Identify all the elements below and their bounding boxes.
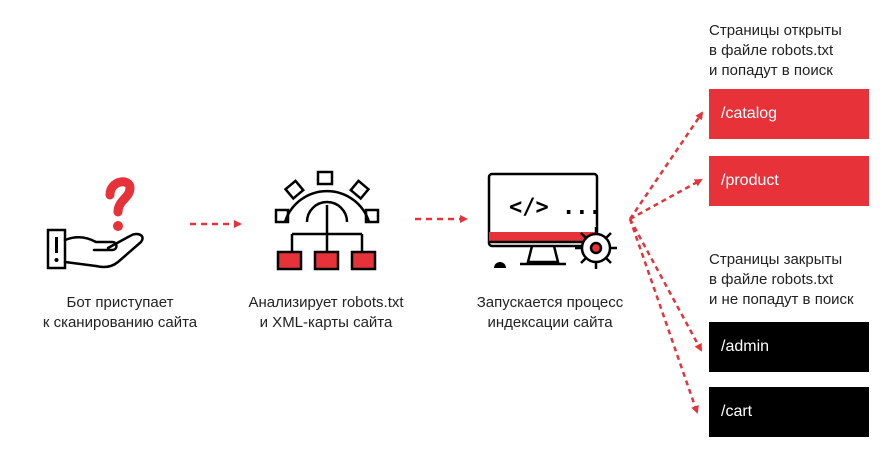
closed-pages-caption: Страницы закрыты в файле robots.txt и не…: [709, 251, 854, 308]
open-pages-caption: Страницы открыты в файле robots.txt и по…: [709, 22, 842, 79]
arrow-to-catalog: [628, 111, 704, 220]
arrow-to-cart: [628, 218, 699, 414]
step-1-caption: Бот приступает к сканированию сайта: [42, 294, 198, 331]
step-2-caption: Анализирует robots.txt и XML-карты сайта: [248, 294, 404, 331]
closed-page-cart: /cart: [709, 387, 869, 437]
gear-sitemap-icon: [274, 170, 380, 271]
arrow-to-admin: [628, 218, 703, 352]
closed-page-admin: /admin: [709, 322, 869, 372]
arrow-to-product: [629, 178, 703, 221]
hand-question-icon: [46, 177, 144, 270]
branch-arrows: [628, 111, 704, 414]
step-3-caption: Запускается процесс индексации сайта: [476, 294, 624, 331]
open-page-catalog: /catalog: [709, 89, 869, 139]
monitor-code-icon: </> ...: [487, 172, 617, 269]
monitor-screen-text: </> ...: [509, 195, 602, 220]
open-page-product: /product: [709, 156, 869, 206]
